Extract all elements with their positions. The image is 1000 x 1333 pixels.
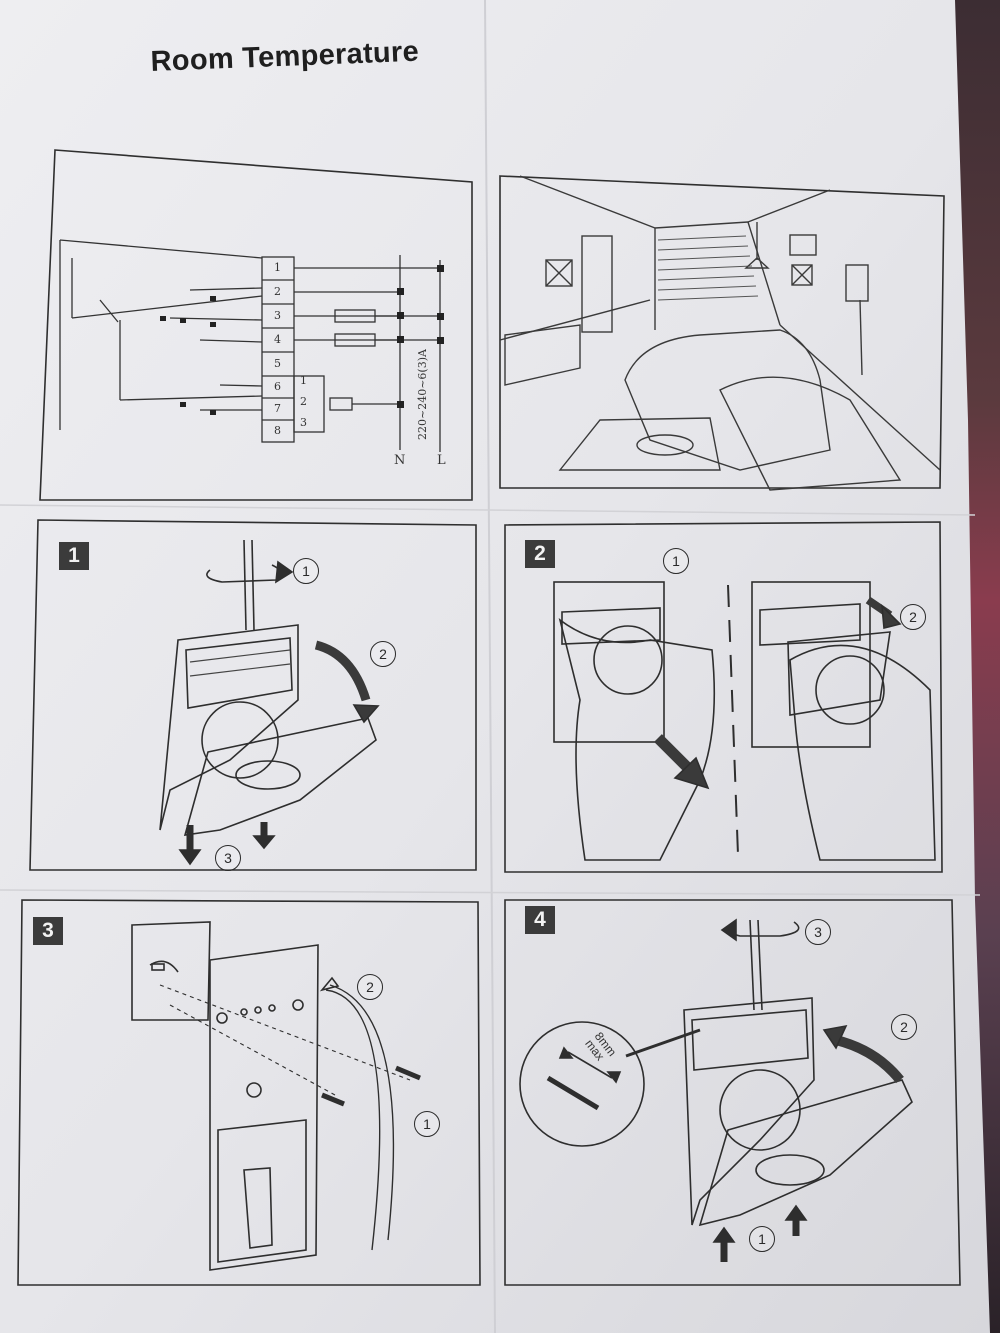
step2-panel-frame <box>504 521 943 873</box>
step1-illustration <box>159 539 380 866</box>
room-panel-frame <box>499 175 945 489</box>
wiring-panel-frame <box>39 149 473 501</box>
sub-terminal-label: 1 <box>300 374 307 387</box>
neutral-label: N <box>394 453 406 468</box>
wiring-diagram <box>59 239 441 452</box>
step-2-badge: 2 <box>525 540 555 568</box>
terminal-label: 1 <box>274 261 281 274</box>
step4-callout-2: 2 <box>891 1014 917 1040</box>
step1-callout-3: 3 <box>215 845 241 871</box>
terminal-label: 3 <box>274 309 281 322</box>
step1-panel-frame <box>29 519 477 871</box>
step-3-badge: 3 <box>33 917 63 945</box>
step4-callout-1: 1 <box>749 1226 775 1252</box>
step-4-badge: 4 <box>525 906 555 934</box>
sub-terminal-label: 2 <box>300 395 307 408</box>
step-1-badge: 1 <box>59 542 89 570</box>
live-label: L <box>437 453 446 468</box>
step3-callout-2: 2 <box>357 974 383 1000</box>
step4-callout-3: 3 <box>805 919 831 945</box>
terminal-label: 6 <box>274 380 281 393</box>
step1-callout-2: 2 <box>370 641 396 667</box>
voltage-label: 220~240~6(3)A <box>416 349 429 440</box>
step4-panel-frame <box>504 899 961 1286</box>
terminal-label: 7 <box>274 402 281 415</box>
step3-illustration <box>131 921 421 1271</box>
step2-callout-2: 2 <box>900 604 926 630</box>
step3-callout-1: 1 <box>414 1111 440 1137</box>
step4-illustration <box>519 918 913 1262</box>
step2-callout-1: 1 <box>663 548 689 574</box>
terminal-label: 8 <box>274 424 281 437</box>
step2-illustration <box>553 581 936 861</box>
sub-terminal-label: 3 <box>300 416 307 429</box>
room-illustration <box>499 175 941 491</box>
terminal-label: 5 <box>274 357 281 370</box>
step1-callout-1: 1 <box>293 558 319 584</box>
terminal-label: 4 <box>274 333 281 346</box>
step3-panel-frame <box>17 899 481 1286</box>
terminal-label: 2 <box>274 285 281 298</box>
